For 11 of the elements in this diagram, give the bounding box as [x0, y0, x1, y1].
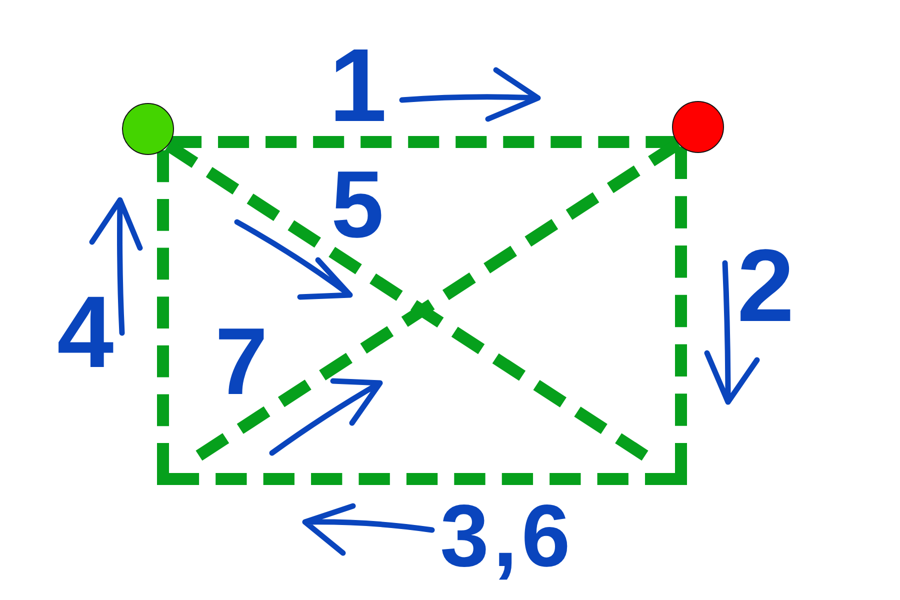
circle-marker [122, 103, 174, 155]
step-number: 7 [215, 325, 268, 400]
step-number: 2 [737, 246, 794, 326]
dashed-line [170, 136, 677, 148]
step-number: 4 [57, 293, 114, 373]
circle-marker [672, 101, 724, 153]
step-number: 1 [329, 46, 387, 128]
frame-corner [645, 443, 687, 485]
step-number: 5 [331, 168, 384, 242]
step-number: 3,6 [440, 494, 574, 578]
frame-corner [157, 443, 199, 485]
